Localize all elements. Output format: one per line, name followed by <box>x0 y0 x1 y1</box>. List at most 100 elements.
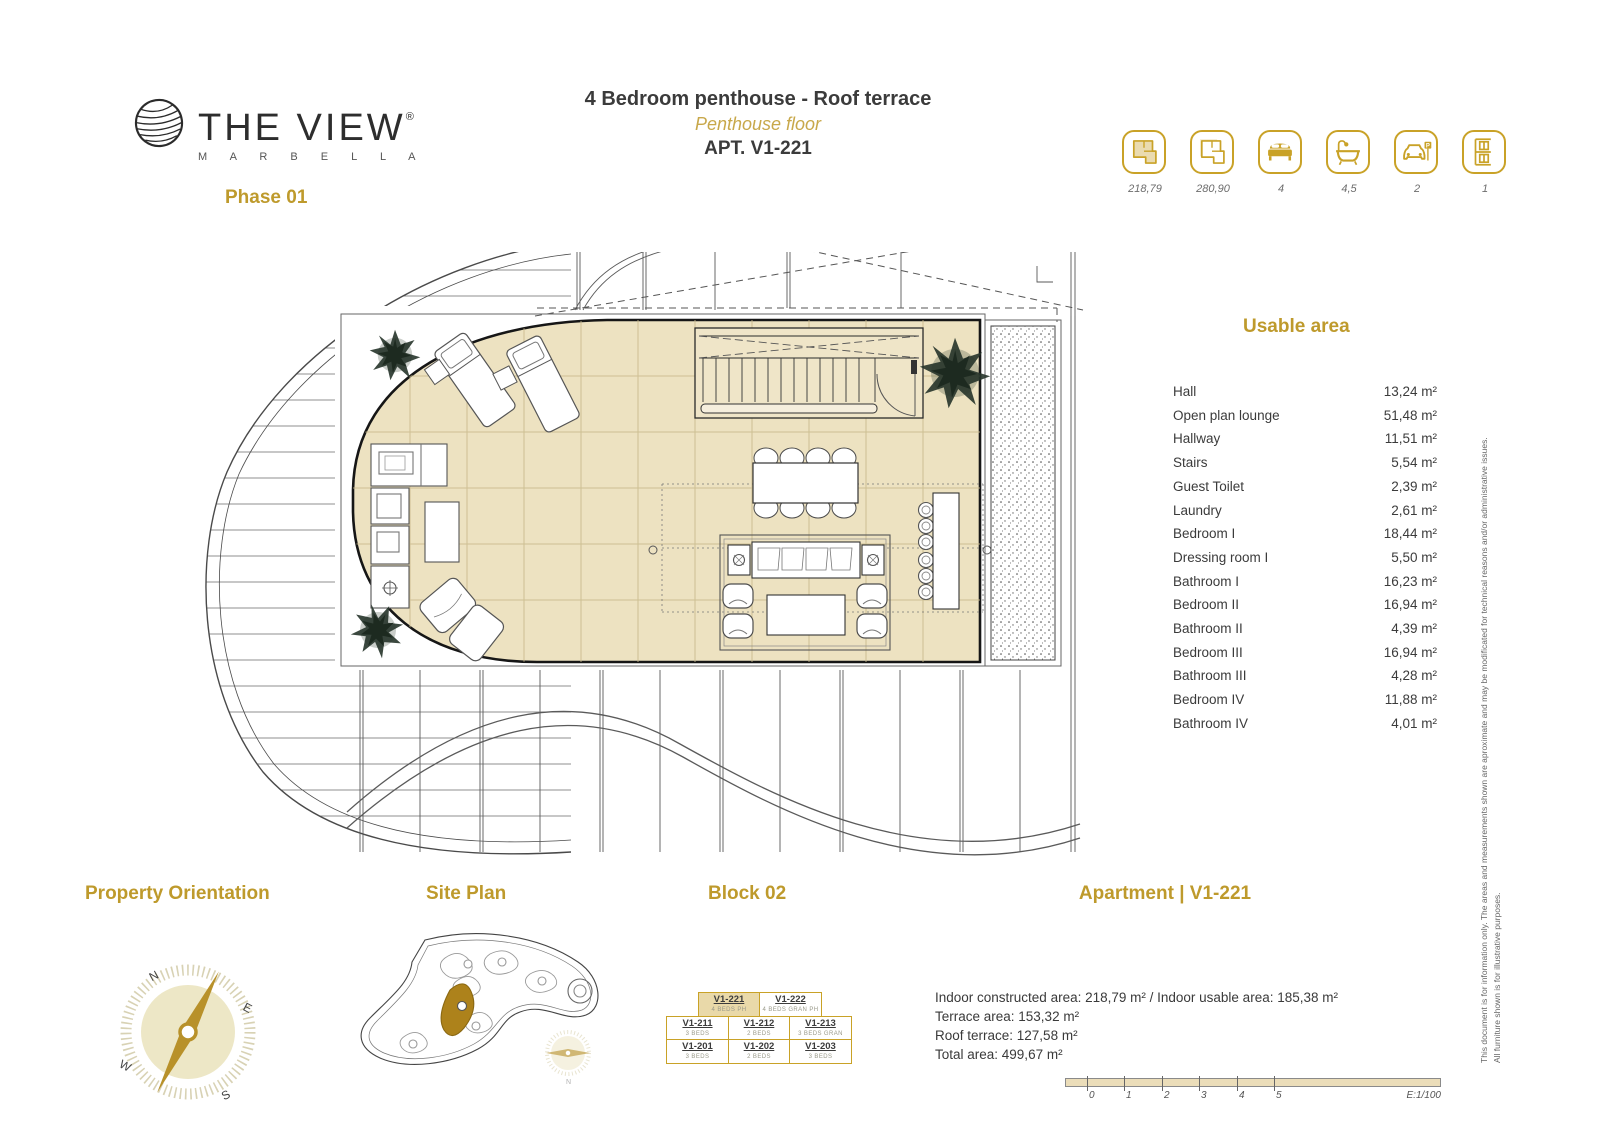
brand-name: THE VIEW® <box>198 107 417 149</box>
scale-bar: 0 1 2 3 4 5 E:1/100 <box>1065 1076 1441 1108</box>
disclaimer-text: This document is for information only. T… <box>1478 253 1504 1063</box>
apartment-info-line: Total area: 499,67 m² <box>935 1047 1063 1062</box>
stairwell <box>694 327 924 419</box>
scale-tick <box>1124 1076 1125 1091</box>
spec-bathrooms: 4,5 <box>1326 130 1372 195</box>
scale-tick <box>1087 1076 1088 1091</box>
column-marker <box>648 545 658 555</box>
compass-s-label: S <box>219 1087 233 1103</box>
outdoor-kitchen <box>370 443 460 609</box>
scale-tick-label: 2 <box>1164 1090 1170 1101</box>
apartment-number: APT. V1-221 <box>704 138 812 159</box>
apartment-heading: Apartment | V1-221 <box>1078 883 1252 904</box>
spec-parking: P 2 <box>1394 130 1440 195</box>
scale-tick-label: 5 <box>1276 1090 1282 1101</box>
compass-e-label: E <box>241 1000 255 1016</box>
bathrooms-icon <box>1326 130 1370 174</box>
spec-bedrooms: 4 <box>1258 130 1304 195</box>
lounge-set <box>719 534 891 651</box>
disclaimer-line: All furniture shown is for illustrative … <box>1492 892 1502 1063</box>
site-plan-compass-icon: N <box>545 1030 591 1086</box>
apartment-info-line: Terrace area: 153,32 m² <box>935 1009 1080 1024</box>
disclaimer-line: This document is for information only. T… <box>1479 437 1489 1063</box>
total-area-icon <box>1190 130 1234 174</box>
storage-icon <box>1462 130 1506 174</box>
apartment-info-line: Roof terrace: 127,58 m² <box>935 1028 1078 1043</box>
floor-subtitle: Penthouse floor <box>694 114 822 134</box>
registered-mark: ® <box>405 111 417 123</box>
site-plan-drawing: N <box>360 933 599 1086</box>
spec-total-area: 280,90 <box>1190 130 1236 195</box>
compass: N E W S <box>117 964 256 1103</box>
gravel-strip <box>984 316 1076 670</box>
scale-ratio-label: E:1/100 <box>1406 1090 1441 1101</box>
constructed-area-icon <box>1122 130 1166 174</box>
scale-tick <box>1237 1076 1238 1091</box>
scale-tick <box>1199 1076 1200 1091</box>
scale-tick-label: 1 <box>1126 1090 1132 1101</box>
svg-text:P: P <box>1426 143 1430 149</box>
bar-counter <box>917 492 960 610</box>
floor-plan-drawing <box>205 252 1084 856</box>
phase-label: Phase 01 <box>225 187 308 208</box>
bedrooms-icon <box>1258 130 1302 174</box>
scale-tick <box>1162 1076 1163 1091</box>
scale-tick-label: 3 <box>1201 1090 1207 1101</box>
dashed-lines <box>534 252 1084 322</box>
brand-name-block: THE VIEW® M A R B E L L A <box>198 98 425 163</box>
globe-logo-icon <box>134 98 184 148</box>
context-lines-bottom <box>346 670 1081 856</box>
context-lines-top <box>574 252 1076 316</box>
compass-w-label: W <box>117 1057 134 1075</box>
site-plan-heading: Site Plan <box>426 883 507 904</box>
dining-set <box>752 447 859 519</box>
relax-chair <box>419 577 505 662</box>
apartment-info-line: Indoor constructed area: 218,79 m² / Ind… <box>935 990 1338 1005</box>
scale-bar-strip <box>1065 1078 1441 1087</box>
spec-storage: 1 <box>1462 130 1508 195</box>
scale-tick-label: 4 <box>1239 1090 1245 1101</box>
brand-subtitle: M A R B E L L A <box>198 151 426 163</box>
brand-logo <box>128 92 190 154</box>
dining-table <box>752 462 859 504</box>
title-block: 4 Bedroom penthouse - Roof terrace Penth… <box>478 88 1038 160</box>
highlighted-block <box>440 983 475 1037</box>
page-title: 4 Bedroom penthouse - Roof terrace <box>584 88 932 110</box>
property-orientation-heading: Property Orientation <box>85 883 270 904</box>
spec-constructed-area: 218,79 <box>1122 130 1168 195</box>
usable-area-heading: Usable area <box>1243 316 1350 337</box>
apartment-info: Indoor constructed area: 218,79 m² / Ind… <box>935 988 1435 1064</box>
svg-text:N: N <box>566 1079 571 1086</box>
spec-icons-row: 218,79 280,90 4 4,5 P 2 1 <box>1122 130 1508 195</box>
parking-icon: P <box>1394 130 1438 174</box>
scale-tick <box>1274 1076 1275 1091</box>
block-heading: Block 02 <box>708 883 787 904</box>
